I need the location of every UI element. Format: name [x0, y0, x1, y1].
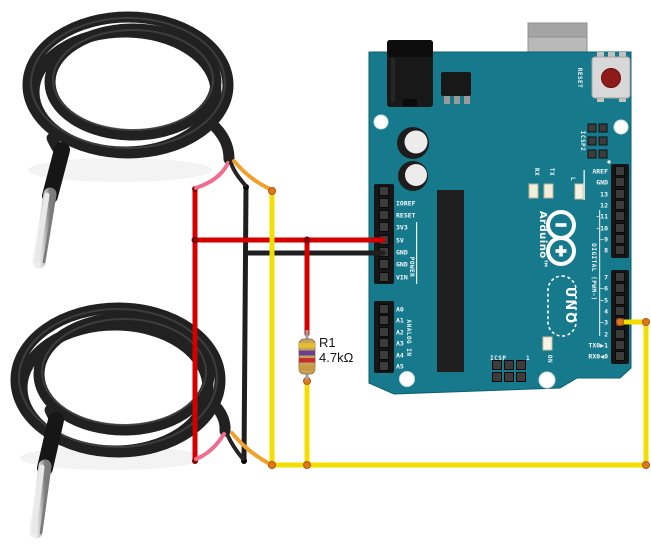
pin-label: RESET [396, 212, 416, 220]
mounting-holes [373, 114, 629, 389]
icsp-header: ICSP 1 [490, 355, 530, 382]
capacitors [397, 127, 429, 191]
pin-label: GND [596, 179, 608, 187]
pin-label: IOREF [396, 200, 416, 208]
probe-2-leads [194, 431, 270, 465]
digital-group-label: DIGITAL (PWM~) [590, 243, 597, 301]
rx-led [528, 183, 539, 199]
icsp2-header: ICSP2 [579, 123, 611, 164]
pcb-outline [368, 51, 632, 395]
pin-label: A3 [396, 340, 404, 348]
pin-label: A5 [396, 363, 404, 371]
l-led [574, 183, 584, 200]
resistor-designator: R1 [319, 335, 336, 350]
pin-label: ~10 [596, 225, 608, 233]
junction-dot [191, 236, 199, 244]
power-wires[interactable] [192, 186, 386, 464]
pin-label: 7 [604, 274, 608, 282]
pullup-resistor[interactable]: R1 4.7kΩ [298, 330, 354, 380]
temperature-probe-2[interactable] [10, 302, 231, 539]
resistor-value: 4.7kΩ [319, 350, 354, 365]
pin-label: ~11 [596, 213, 608, 221]
pin-label: AREF [592, 168, 608, 176]
pin-label: 13 [600, 191, 608, 199]
pin-label: 8 [604, 247, 608, 255]
status-leds: RX TX L ON [528, 168, 585, 363]
plus-glyph-v [559, 245, 563, 257]
digital-header: AREF GND 13 12 ~11 ~10 ~9 8 7 ~6 ~5 4 ~3… [588, 164, 629, 364]
barrel-jack [387, 40, 433, 107]
reset-button[interactable] [591, 52, 631, 102]
icsp2-label: ICSP2 [579, 131, 586, 152]
ground-wires[interactable] [241, 184, 386, 464]
pin-label: A4 [396, 352, 404, 360]
model-text: UNO [562, 287, 577, 326]
atmega-chip [437, 190, 464, 372]
power-group-label: POWER [408, 257, 415, 278]
pin-label: 4 [604, 308, 608, 316]
tx-led [543, 183, 554, 199]
pin-label: GND [396, 261, 408, 269]
reset-button-label: RESET [576, 68, 583, 89]
band-yellow [299, 343, 315, 348]
data-junctions [268, 187, 650, 469]
pin-label: A0 [396, 306, 404, 314]
pin-label: TX0▶1 [588, 342, 608, 350]
temperature-probe-1[interactable] [22, 11, 235, 269]
data-wires[interactable] [267, 188, 649, 468]
pin-label: 12 [600, 202, 608, 210]
probe-1-leads [194, 159, 272, 191]
pin-label: A1 [396, 317, 404, 325]
pin-label: ~6 [600, 285, 608, 293]
junction-dot [303, 236, 311, 244]
band-gold [299, 365, 315, 371]
band-red [299, 358, 315, 363]
pin-label: GND [396, 249, 408, 257]
icsp-label: ICSP [490, 355, 506, 362]
analog-header: A0 A1 A2 A3 A4 A5 ANALOG IN [374, 301, 412, 373]
pin-label: 3V3 [396, 224, 408, 232]
arduino-logo: Arduino™ UNO [537, 210, 577, 337]
l-label: L [569, 177, 576, 181]
arduino-uno-board[interactable]: RESET ICSP2 RX TX L [368, 22, 632, 395]
pin-label: A2 [396, 329, 404, 337]
pin-label: ~9 [600, 236, 608, 244]
rx-label: RX [533, 168, 540, 176]
pin-label: VIN [396, 274, 408, 282]
on-led [542, 336, 553, 351]
minus-glyph [555, 223, 567, 227]
tx-label: TX [548, 168, 555, 176]
voltage-regulator [441, 72, 471, 104]
pin-label: RX0◀0 [588, 353, 608, 361]
brand-text: Arduino™ [537, 211, 548, 269]
pin-label: ~5 [600, 297, 608, 305]
pin-label: 5V [396, 237, 404, 245]
band-violet [299, 350, 315, 356]
pin-label: ~3 [600, 319, 608, 327]
pin-label: 2 [604, 331, 608, 339]
on-label: ON [546, 355, 553, 363]
icsp-pin1-label: 1 [526, 355, 530, 362]
analog-group-label: ANALOG IN [405, 319, 412, 356]
